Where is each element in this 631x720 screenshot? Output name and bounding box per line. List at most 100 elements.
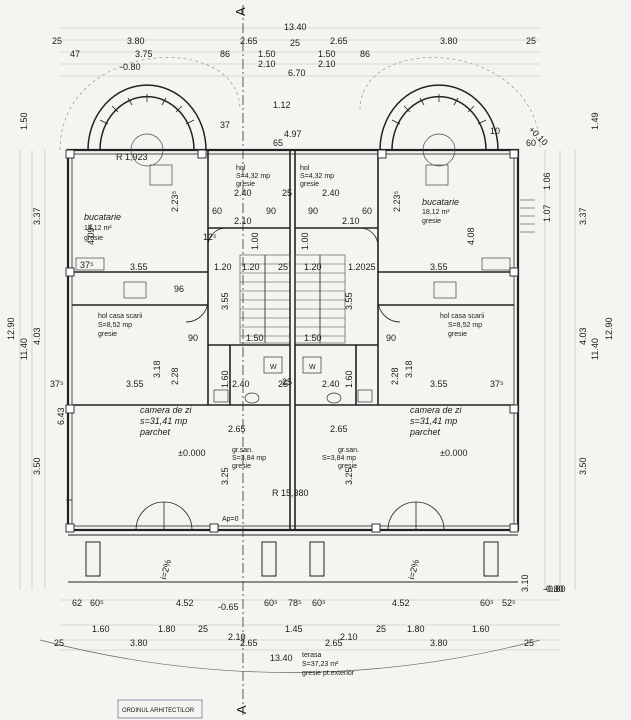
- dim-bottom: 60⁵: [312, 598, 326, 608]
- level-mark: ±0.000: [440, 448, 467, 458]
- dim-bottom: 25: [524, 638, 534, 648]
- dim-left: 37⁵: [50, 379, 64, 389]
- dim-right-overall: 12.90: [604, 317, 614, 340]
- dim-bottom: 1.60: [92, 624, 110, 634]
- room-finish: gresie: [232, 463, 251, 470]
- dim-left: 3.50: [32, 457, 42, 475]
- dim-interior: 3.25: [344, 467, 354, 485]
- room-area: S=4,32 mp: [236, 173, 270, 180]
- section-label-top: A: [233, 7, 248, 16]
- radius-mark: R 15,380: [272, 488, 309, 498]
- dim-interior: 3.55: [430, 379, 448, 389]
- dim-bottom: 2.65: [325, 638, 343, 648]
- room-finish: gresie: [422, 218, 441, 225]
- level-mark: -0.80: [545, 584, 566, 594]
- room-area: S=3,84 mp: [232, 455, 266, 462]
- room-area: 18,12 m²: [422, 209, 450, 216]
- dim-bottom: 78⁵: [288, 598, 302, 608]
- dim-interior: 1.2025: [348, 262, 376, 272]
- dim-interior: 3.18: [152, 360, 162, 378]
- dim-top: 4.97: [284, 129, 302, 139]
- room-name: terasa: [302, 652, 322, 659]
- dim-interior: 2.10: [342, 216, 360, 226]
- room-name: bucatarie: [422, 197, 459, 207]
- dim-top: 47: [70, 49, 80, 59]
- dim-left: 6.43: [56, 407, 66, 425]
- dim-left-overall: 12.90: [6, 317, 16, 340]
- bay-window-ticks: [99, 94, 487, 125]
- room-labels: hol S=4,32 mp gresie hol S=4,32 mp gresi…: [84, 165, 485, 677]
- level-marks: ±0.000 ±0.000 R 1,923 R 15,380 Ap=0: [116, 152, 467, 523]
- room-finish: gresie: [448, 331, 467, 338]
- dim-interior: 2.10: [234, 216, 252, 226]
- room-area: S=4,32 mp: [300, 173, 334, 180]
- dim-bottom: 3.80: [130, 638, 148, 648]
- dim-left: 1.50: [19, 112, 29, 130]
- dim-top: 3.75: [135, 49, 153, 59]
- dim-bottom: 25: [198, 624, 208, 634]
- slope-mark: i=2%: [406, 558, 421, 580]
- slope-mark: i=2%: [158, 558, 173, 580]
- stamp-box: [117, 699, 203, 719]
- right-dimensions: 12.90 11.40 1.49 3.37 4.03 3.50 3.10 1.0…: [520, 112, 614, 594]
- dim-right-inner: 11.40: [590, 338, 600, 360]
- dim-top: 1.12: [273, 100, 291, 110]
- room-finish: gresie: [98, 331, 117, 338]
- dim-interior: 60: [362, 206, 372, 216]
- room-finish: gresie: [236, 181, 255, 188]
- dim-bottom: 25: [376, 624, 386, 634]
- dim-top: 86: [360, 49, 370, 59]
- dim-bottom: 1.80: [407, 624, 425, 634]
- dim-bottom: 4.52: [392, 598, 410, 608]
- dim-interior: 2.40: [322, 379, 340, 389]
- dim-interior: 3.55: [220, 292, 230, 310]
- room-finish: gresie: [338, 463, 357, 470]
- dim-left: 3.37: [32, 207, 42, 225]
- top-dimensions: 13.40 25 3.80 2.65 25 2.65 3.80 25 47 3.…: [52, 22, 536, 148]
- dim-interior: 90: [308, 206, 318, 216]
- dim-interior: 1.00: [250, 232, 260, 250]
- construction-lines: [19, 27, 576, 651]
- room-area: 18,12 m²: [84, 225, 112, 232]
- dim-bottom: 60⁵: [90, 598, 104, 608]
- dim-interior: 4.09⁵: [86, 223, 96, 245]
- dim-top: 1.50: [318, 49, 336, 59]
- dim-interior: 37⁵: [80, 260, 94, 270]
- room-name: gr.san.: [338, 447, 359, 454]
- bathroom-fixtures: [213, 356, 373, 404]
- left-dimensions: 12.90 11.40 1.50 3.37 4.03 3.50 37⁵ 6.43: [6, 112, 66, 475]
- stairs: [239, 199, 535, 344]
- room-name: hol casa scarii: [98, 313, 143, 320]
- dim-bottom: 62: [72, 598, 82, 608]
- dim-top-overall: 13.40: [284, 22, 307, 32]
- dim-left: 4.03: [32, 327, 42, 345]
- dim-interior: 2.65: [228, 424, 246, 434]
- kitchen-fixtures: [75, 133, 511, 299]
- dim-interior: 2.28: [390, 367, 400, 385]
- room-name: gr.san.: [232, 447, 253, 454]
- dim-left-inner: 11.40: [19, 338, 29, 360]
- dim-top: 2.65: [240, 36, 258, 46]
- room-name: hol casa scarii: [440, 313, 485, 320]
- dim-interior: 2.40: [232, 379, 250, 389]
- dim-interior: 90: [188, 333, 198, 343]
- room-area: s=31,41 mp: [410, 416, 457, 426]
- interior-walls: [72, 150, 514, 530]
- dim-interior: 1.50: [304, 333, 322, 343]
- dim-interior: 1.60: [344, 370, 354, 388]
- dim-right: 3.37: [578, 207, 588, 225]
- room-name: camera de zi: [410, 405, 463, 415]
- radius-mark: R 1,923: [116, 152, 148, 162]
- dim-bottom: 60⁵: [264, 598, 278, 608]
- dim-interior: 37⁵: [490, 379, 504, 389]
- dim-bottom: 1.80: [158, 624, 176, 634]
- dim-right: 3.10: [520, 574, 530, 592]
- dim-interior: 3.55: [126, 379, 144, 389]
- dim-top: 2.10: [318, 59, 336, 69]
- dim-bottom: 52⁵: [502, 598, 516, 608]
- dim-interior: 25: [282, 377, 292, 387]
- dim-top: 65: [273, 138, 283, 148]
- dim-interior: 25: [282, 188, 292, 198]
- dim-top: 2.10: [258, 59, 276, 69]
